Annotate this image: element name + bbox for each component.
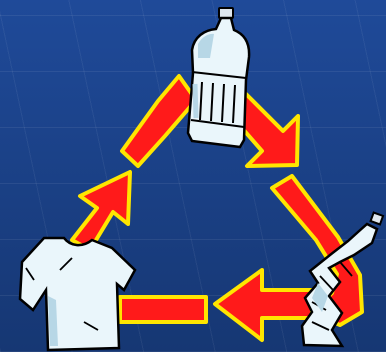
arrow-shirt-base [120, 297, 206, 322]
arrow-left-upper [122, 76, 196, 166]
t-shirt-icon [20, 238, 135, 350]
plastic-bottle-icon [188, 8, 249, 147]
arrow-shirt-to-bottle [72, 172, 130, 250]
arrow-crushed-to-shirt [215, 270, 312, 340]
